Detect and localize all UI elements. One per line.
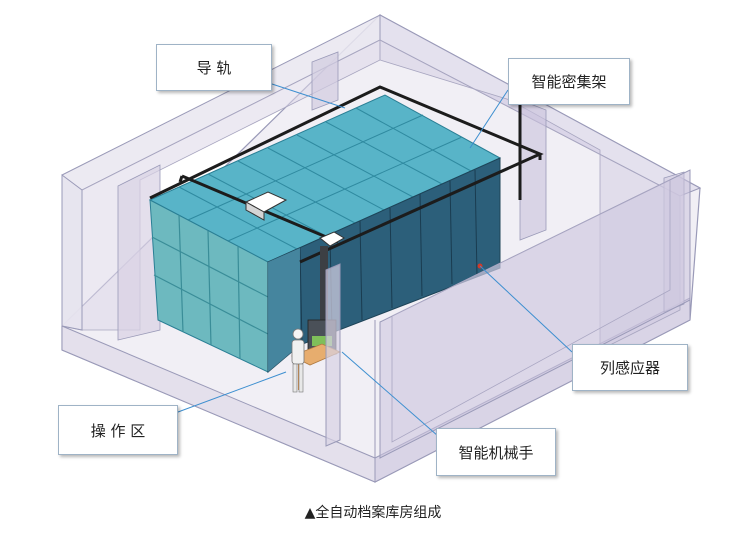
callout-column-sensor-label: 列感应器 (599, 359, 660, 377)
leader-lines (177, 83, 573, 437)
robot-arm-column (320, 246, 328, 346)
robot-arm-green-panel (312, 336, 332, 346)
operator-figure-icon (291, 328, 305, 393)
robot-head (319, 231, 345, 247)
callout-robot-arm: 智能机械手 (436, 428, 556, 476)
partition-back (311, 51, 339, 111)
callout-guide-rail-label: 导 轨 (196, 59, 232, 77)
front-glass-partition (325, 263, 341, 447)
shelving-front-grid (151, 214, 269, 360)
front-wall-left (61, 174, 83, 331)
shelving-side-grid (299, 169, 478, 346)
callout-operation-area-label: 操 作 区 (90, 421, 146, 440)
gantry-carriage-side (245, 201, 265, 221)
callout-guide-rail: 导 轨 (156, 44, 272, 91)
callout-operation-area: 操 作 区 (58, 405, 178, 455)
callout-smart-shelving-label: 智能密集架 (531, 73, 607, 91)
callout-robot-arm-label: 智能机械手 (458, 443, 534, 462)
shelving-side-highlight (268, 248, 300, 372)
partition-left (117, 164, 161, 341)
callout-smart-shelving: 智能密集架 (508, 58, 630, 105)
partition-right (519, 99, 547, 241)
callout-column-sensor: 列感应器 (572, 344, 688, 391)
front-wall-right-inner (391, 179, 671, 443)
shelving-top-grid (178, 107, 472, 250)
figure-caption: ▲全自动档案库房组成 (304, 505, 442, 521)
